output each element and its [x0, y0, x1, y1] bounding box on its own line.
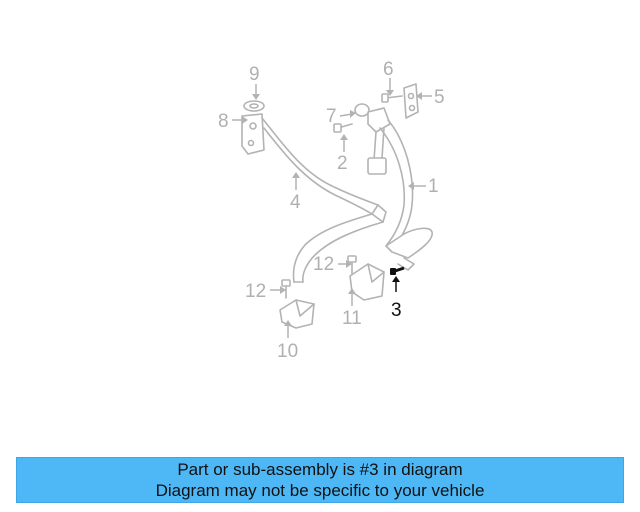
callout-9: 9	[249, 64, 260, 85]
part-8-anchor-bracket	[241, 113, 265, 155]
callout-11: 11	[342, 308, 362, 329]
callout-6: 6	[383, 59, 394, 80]
banner-line-part-number: Part or sub-assembly is #3 in diagram	[177, 460, 463, 479]
part-4-belt-webbing	[261, 117, 387, 283]
callout-10: 10	[277, 341, 298, 362]
parts-diagram: 9 8 6 5 7 2 1 4 12 12 11 10 3	[218, 59, 445, 362]
part-2-bolt	[333, 123, 353, 133]
part-12-bolt-lower	[281, 279, 291, 299]
part-11-lower-anchor	[349, 263, 385, 301]
callout-12-upper: 12	[313, 254, 334, 275]
banner-line-disclaimer: Diagram may not be specific to your vehi…	[155, 481, 485, 500]
part-3-bolt	[390, 266, 405, 275]
part-1-buckle-assembly	[367, 107, 433, 271]
leader-lines	[232, 78, 432, 338]
part-6-bolt	[381, 93, 403, 103]
callout-8: 8	[218, 111, 229, 132]
part-5-bracket	[403, 83, 419, 119]
callout-12-lower: 12	[245, 281, 266, 302]
callout-5: 5	[434, 87, 445, 108]
callout-2: 2	[337, 153, 348, 174]
callout-3-highlighted: 3	[391, 300, 402, 321]
part-10-lower-anchor	[279, 299, 315, 329]
callout-4: 4	[290, 192, 301, 213]
callout-1: 1	[428, 176, 439, 197]
part-7-clip	[354, 103, 370, 117]
callout-7: 7	[326, 106, 337, 127]
part-9-washer	[243, 100, 265, 112]
info-banner: Part or sub-assembly is #3 in diagram Di…	[16, 457, 624, 503]
part-12-bolt-upper	[347, 255, 357, 275]
